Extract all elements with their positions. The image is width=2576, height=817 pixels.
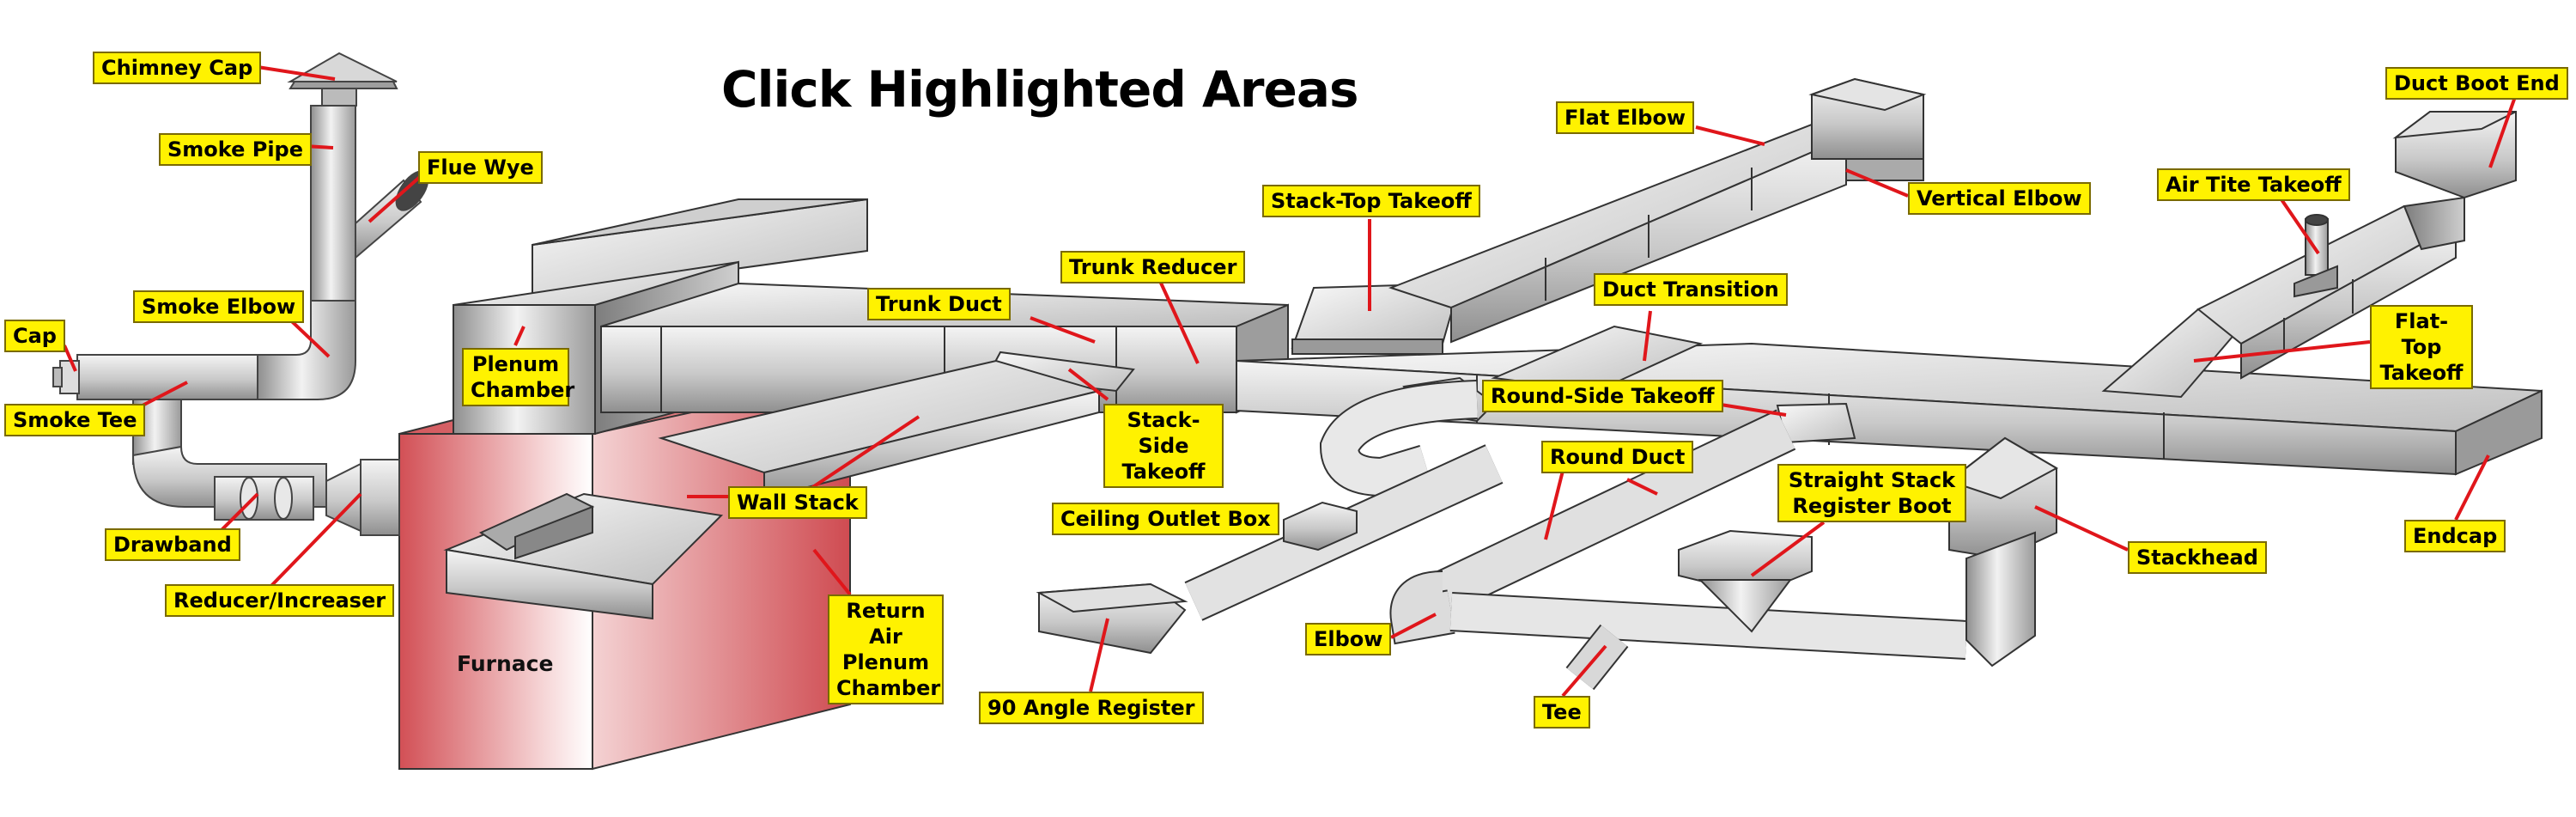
- page-title: Click Highlighted Areas: [721, 60, 1359, 119]
- label-smoke-pipe[interactable]: Smoke Pipe: [159, 133, 313, 166]
- label-flue-wye[interactable]: Flue Wye: [418, 151, 543, 184]
- stackhead[interactable]: [1947, 436, 2059, 668]
- label-flat-elbow[interactable]: Flat Elbow: [1556, 101, 1695, 134]
- label-stack-side-takeoff[interactable]: Stack-Side Takeoff: [1103, 404, 1224, 488]
- label-wall-stack[interactable]: Wall Stack: [728, 486, 867, 519]
- label-reducer-increaser[interactable]: Reducer/Increaser: [165, 584, 395, 617]
- round-side-takeoff[interactable]: [1319, 376, 1856, 497]
- label-ceiling-outlet-box[interactable]: Ceiling Outlet Box: [1052, 503, 1279, 535]
- label-elbow[interactable]: Elbow: [1305, 623, 1392, 655]
- label-round-duct[interactable]: Round Duct: [1541, 441, 1694, 473]
- label-trunk-duct[interactable]: Trunk Duct: [867, 288, 1011, 320]
- label-air-tite-takeoff[interactable]: Air Tite Takeoff: [2157, 168, 2350, 201]
- wall-stack[interactable]: [443, 492, 724, 620]
- label-duct-transition[interactable]: Duct Transition: [1594, 273, 1788, 306]
- label-round-side-takeoff[interactable]: Round-Side Takeoff: [1482, 380, 1723, 412]
- label-stackhead[interactable]: Stackhead: [2128, 541, 2267, 574]
- label-vertical-elbow[interactable]: Vertical Elbow: [1908, 182, 2091, 215]
- angle-register[interactable]: [1036, 582, 1188, 655]
- label-straight-stack-register-boot[interactable]: Straight Stack Register Boot: [1777, 464, 1966, 522]
- furnace-label: Furnace: [457, 651, 554, 676]
- label-smoke-elbow[interactable]: Smoke Elbow: [133, 290, 305, 323]
- label-trunk-reducer[interactable]: Trunk Reducer: [1060, 251, 1246, 284]
- stack-top-takeoff[interactable]: [1291, 123, 1849, 355]
- label-endcap[interactable]: Endcap: [2404, 520, 2506, 552]
- label-drawband[interactable]: Drawband: [105, 528, 240, 561]
- ceiling-outlet-branch[interactable]: [1184, 444, 1504, 621]
- label-plenum-chamber[interactable]: Plenum Chamber: [462, 348, 574, 406]
- label-90-angle-register[interactable]: 90 Angle Register: [979, 692, 1204, 724]
- label-tee[interactable]: Tee: [1534, 696, 1590, 729]
- label-smoke-tee[interactable]: Smoke Tee: [4, 404, 146, 436]
- flat-elbow[interactable]: [1808, 77, 1927, 181]
- label-stack-top-takeoff[interactable]: Stack-Top Takeoff: [1262, 185, 1480, 217]
- label-chimney-cap[interactable]: Chimney Cap: [93, 52, 262, 84]
- tee[interactable]: [1565, 624, 1629, 691]
- label-duct-boot-end[interactable]: Duct Boot End: [2385, 67, 2568, 100]
- label-return-air-plenum-chamber[interactable]: Return Air Plenum Chamber: [828, 594, 944, 704]
- duct-boot-end[interactable]: [2392, 111, 2517, 251]
- label-flat-top-takeoff[interactable]: Flat-Top Takeoff: [2370, 305, 2473, 389]
- label-cap[interactable]: Cap: [4, 320, 65, 352]
